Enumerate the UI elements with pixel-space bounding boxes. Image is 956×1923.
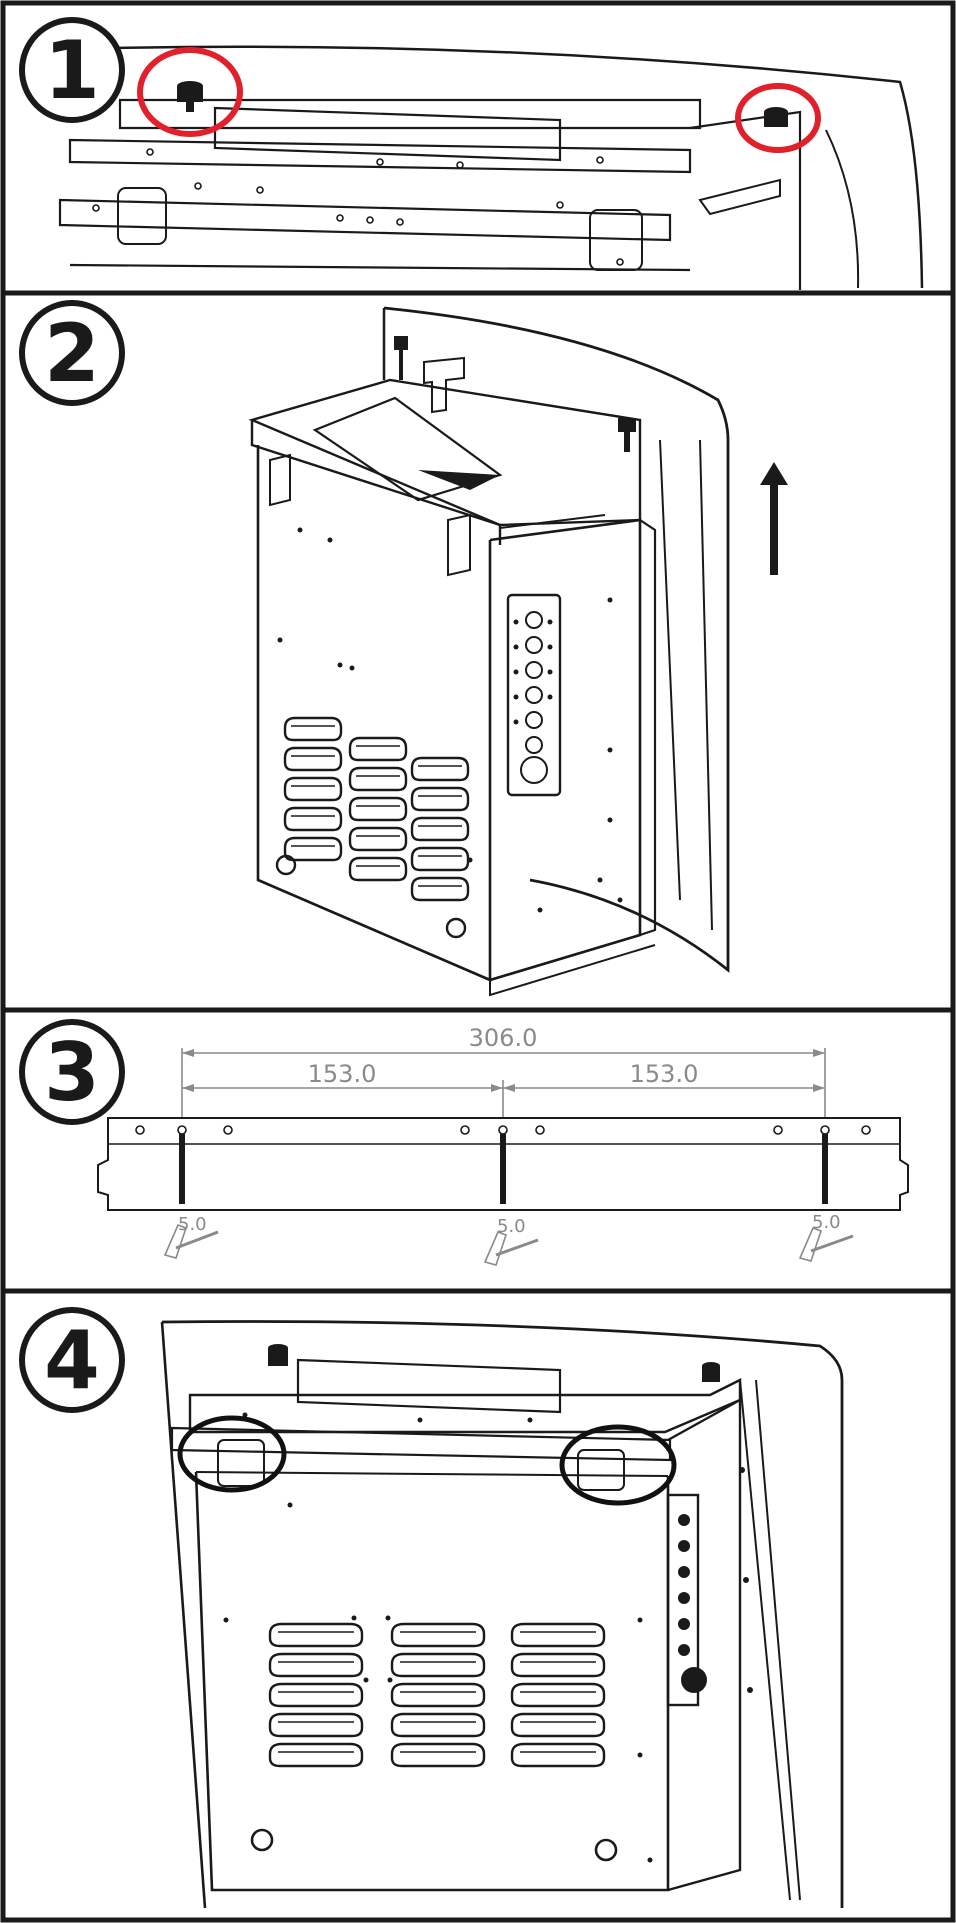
- foot-right: [594, 1838, 618, 1862]
- screw-line-right: [822, 1134, 828, 1204]
- vents: [268, 1622, 606, 1768]
- bracket-slot-right: [589, 209, 643, 271]
- firebox-bottom: [257, 878, 641, 982]
- foot-left: [250, 1828, 274, 1852]
- side-ledge: [499, 514, 606, 529]
- step-number-1: 1: [44, 24, 100, 117]
- firebox-top: [118, 98, 702, 130]
- bracket-lower-edge: [195, 1471, 669, 1477]
- firebox-base: [489, 944, 656, 997]
- foot-right: [445, 917, 467, 939]
- step-3-panel: 306.0 153.0 153.0 5.0 5.0 5.0: [97, 1024, 909, 1266]
- screw-holes: [92, 148, 624, 266]
- firebox-front: [194, 1471, 670, 1892]
- glass-panel-edge: [161, 1320, 844, 1908]
- step-number-2: 2: [44, 307, 100, 400]
- glass-panel-edge: [111, 45, 924, 289]
- step-badge-3: 3: [19, 1019, 125, 1125]
- dimension-lines: [181, 1048, 826, 1118]
- firebox-side: [489, 518, 642, 982]
- knob-top-right: [618, 418, 636, 452]
- glass-rail-2: [755, 1379, 801, 1901]
- top-bracket: [170, 1426, 672, 1462]
- dimension-left-half-label: 153.0: [308, 1060, 377, 1088]
- step-badge-1: 1: [19, 17, 125, 123]
- firebox-side: [689, 110, 802, 290]
- dimension-right-half-label: 153.0: [630, 1060, 699, 1088]
- bracket-holes: [135, 1125, 871, 1135]
- knob-top-left: [268, 1344, 288, 1366]
- leveling-knob-left: [177, 81, 203, 112]
- glass-panel-left-edge: [160, 1321, 207, 1909]
- highlight-circle-right: [735, 83, 821, 153]
- side-flange: [639, 519, 657, 937]
- knob-top-right: [702, 1362, 720, 1382]
- screw-holes: [223, 1412, 753, 1863]
- lift-up-arrow: [760, 462, 788, 575]
- step-badge-2: 2: [19, 300, 125, 406]
- highlight-circle-left: [137, 47, 243, 137]
- wall-bracket: [97, 1117, 909, 1211]
- screw-callout-middle: 5.0: [483, 1216, 539, 1266]
- bracket-slot-right: [577, 1449, 625, 1491]
- firebox-top: [248, 378, 642, 527]
- control-buttons: [678, 1514, 707, 1693]
- leveling-knob-right: [764, 107, 788, 127]
- screw-line-middle: [500, 1134, 506, 1204]
- glass-rail-2: [699, 439, 713, 931]
- glass-rail-1: [739, 1379, 791, 1901]
- firebox-side: [667, 1397, 742, 1892]
- top-bracket: [68, 138, 692, 174]
- control-panel: [506, 593, 562, 797]
- step-1-panel: [58, 45, 924, 290]
- control-indicators: [513, 619, 553, 725]
- glass-panel-inner-edge: [825, 129, 860, 289]
- glass-panel: [383, 306, 730, 973]
- step-4-panel: [160, 1320, 844, 1909]
- flue-opening: [418, 470, 500, 490]
- wall-bracket: [58, 198, 672, 242]
- step-badge-4: 4: [19, 1307, 125, 1413]
- side-hook: [698, 178, 781, 216]
- firebox-top: [188, 1378, 742, 1434]
- step-number-3: 3: [44, 1026, 100, 1119]
- bracket-slot-left: [117, 187, 167, 245]
- control-panel: [666, 1493, 700, 1707]
- screw-callout-left: 5.0: [163, 1214, 219, 1259]
- firebox-front-edge: [69, 263, 691, 272]
- bracket-slot-left: [217, 1439, 265, 1487]
- glass-rail-1: [659, 439, 681, 901]
- hook-left: [269, 453, 291, 507]
- foot-left: [275, 854, 297, 876]
- flue-plate: [213, 106, 562, 162]
- top-bracket: [423, 356, 465, 414]
- screw-size-right: 5.0: [812, 1212, 841, 1233]
- highlight-circle-left: [177, 1415, 287, 1493]
- screw-holes: [277, 527, 623, 913]
- hook-right: [447, 513, 471, 577]
- screw-callout-right: 5.0: [798, 1212, 854, 1262]
- screw-line-left: [179, 1134, 185, 1204]
- highlight-circle-right: [559, 1424, 677, 1506]
- knob-top-left: [394, 336, 408, 380]
- vents: [283, 716, 470, 902]
- flue-plate: [296, 1358, 562, 1414]
- dimension-arrowheads: [182, 1049, 825, 1092]
- firebox-top-edge: [250, 420, 502, 545]
- screw-size-left: 5.0: [178, 1214, 207, 1235]
- control-buttons: [520, 611, 548, 784]
- screw-size-middle: 5.0: [497, 1216, 526, 1237]
- dimension-total-label: 306.0: [469, 1024, 538, 1052]
- step-number-4: 4: [44, 1314, 100, 1407]
- step-2-panel: [248, 306, 788, 997]
